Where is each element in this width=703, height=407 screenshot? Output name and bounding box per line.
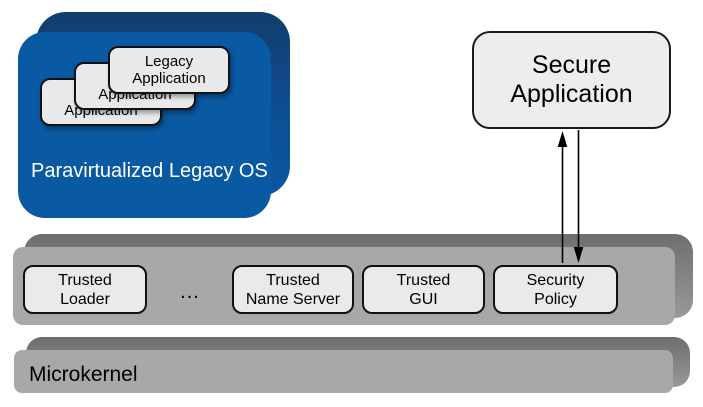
secure-application-label-line2: Application — [510, 80, 633, 108]
legacy-application-label-line2: Application — [132, 70, 206, 87]
trusted-loader-box: Trusted Loader — [23, 265, 147, 314]
trusted-gui-label-line2: GUI — [409, 290, 438, 308]
secure-application-box: Secure Application — [472, 31, 671, 129]
secure-application-label-line1: Secure — [531, 51, 612, 79]
trusted-gui-box: Trusted GUI — [362, 265, 485, 314]
trusted-gui-label-line1: Trusted — [396, 271, 451, 289]
trusted-name-server-box: Trusted Name Server — [232, 265, 354, 314]
security-policy-label-line1: Security — [526, 271, 585, 289]
legacy-application-box-front: Legacy Application — [108, 46, 230, 94]
trusted-loader-label-line2: Loader — [60, 290, 110, 308]
trusted-loader-label-line1: Trusted — [58, 271, 112, 289]
legacy-application-label-line1: Legacy — [144, 53, 194, 70]
security-policy-box: Security Policy — [493, 265, 618, 314]
microkernel-label: Microkernel — [29, 363, 138, 386]
trusted-name-server-label-line2: Name Server — [245, 290, 341, 308]
trusted-name-server-label-line1: Trusted — [266, 271, 320, 289]
ellipsis-label: ... — [180, 281, 200, 303]
security-policy-label-line2: Policy — [534, 290, 577, 308]
legacy-os-label: Paravirtualized Legacy OS — [31, 160, 268, 182]
microkernel-bar — [14, 337, 690, 393]
microkernel-bar-face — [14, 350, 673, 393]
